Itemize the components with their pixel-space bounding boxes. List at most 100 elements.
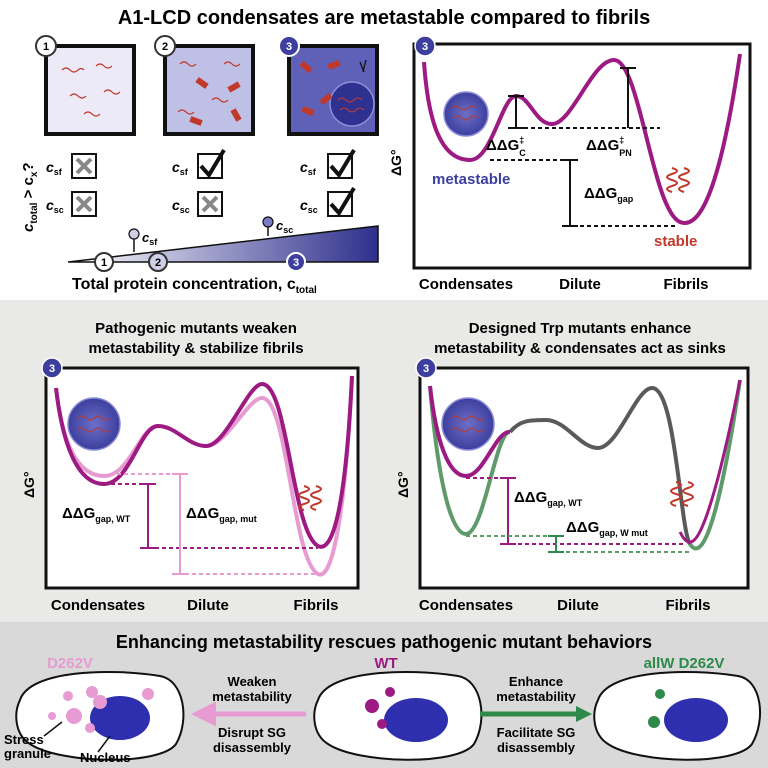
svg-text:csf: csf <box>46 159 63 177</box>
stress-granule <box>365 699 379 713</box>
monomers <box>61 63 121 117</box>
patho-x-condensates: Condensates <box>51 597 145 614</box>
nucleus-label: Nucleus <box>80 750 131 765</box>
cross-icon <box>75 157 93 175</box>
check-icon <box>329 186 356 217</box>
pointer-arrow <box>97 735 111 753</box>
fibrils-and-monomers <box>177 61 242 126</box>
concentration-axis-label: Total protein concentration, ctotal <box>72 276 317 296</box>
energy-landscape-patho: 3 ΔG° ΔΔGgap, WT ΔΔGgap, mut <box>21 357 360 590</box>
state-badge-1 <box>35 35 57 57</box>
cell-mid-label: WT <box>374 655 397 672</box>
condensate-droplet <box>329 81 375 127</box>
ddg-c-label: ΔΔG‡C <box>486 135 526 158</box>
energy-landscape-trp: 3 ΔG° ΔΔGgap, WT ΔΔGgap, W mut <box>395 357 750 590</box>
check-icon <box>199 148 226 179</box>
stress-granule-label-1: Stress <box>4 732 44 747</box>
stress-granule <box>377 719 387 729</box>
csf-marker <box>128 228 140 240</box>
trp-title-line1: Designed Trp mutants enhance <box>469 320 692 337</box>
svg-text:csc: csc <box>46 197 64 215</box>
fibril-icon <box>298 485 322 511</box>
csc-marker <box>262 216 274 228</box>
state-box-3: 3 <box>278 35 379 136</box>
svg-text:3: 3 <box>286 41 292 53</box>
svg-text:3: 3 <box>423 363 429 375</box>
condensate-droplet <box>441 397 495 451</box>
badge-3 <box>41 357 63 379</box>
check-grid: csf csc csf csc csf csc <box>46 148 356 217</box>
energy-curve <box>422 53 742 225</box>
nucleus <box>384 698 448 742</box>
svg-text:metastability: metastability <box>212 689 292 704</box>
wmut-right-curve <box>688 379 742 551</box>
x-label-condensates: Condensates <box>419 276 513 293</box>
wedge-point-3 <box>286 252 306 272</box>
svg-text:csc: csc <box>172 197 190 215</box>
cell-right-label: allW D262V <box>644 655 725 672</box>
svg-text:disassembly: disassembly <box>497 740 576 755</box>
svg-text:disassembly: disassembly <box>213 740 292 755</box>
top-title: A1-LCD condensates are metastable compar… <box>118 7 650 29</box>
svg-text:ΔG°: ΔG° <box>395 471 411 498</box>
patho-title-line2: metastability & stabilize fibrils <box>88 340 303 357</box>
svg-text:csc: csc <box>300 197 318 215</box>
nucleus <box>90 696 150 740</box>
pointer-arrow <box>43 721 63 737</box>
stress-granule <box>85 723 95 733</box>
badge-3 <box>415 357 437 379</box>
svg-text:ΔG°: ΔG° <box>388 149 404 176</box>
svg-text:csf: csf <box>300 159 317 177</box>
state-box-1: 1 <box>35 35 136 136</box>
stable-label: stable <box>654 233 697 250</box>
state-badge-2 <box>154 35 176 57</box>
trp-title-line2: metastability & condensates act as sinks <box>434 340 726 357</box>
fibril-icon <box>670 481 694 507</box>
svg-text:3: 3 <box>49 363 55 375</box>
wt-curve <box>54 375 354 549</box>
patho-title-line1: Pathogenic mutants weaken <box>95 320 297 337</box>
trp-ddg-wmut-label: ΔΔGgap, W mut <box>566 519 648 538</box>
energy-landscape-main: 3 ΔG° ΔΔG‡C ΔΔG‡PN ΔΔGgap metastable sta… <box>388 35 752 270</box>
stress-granule <box>63 691 73 701</box>
svg-text:2: 2 <box>162 41 168 53</box>
svg-text:Facilitate SG: Facilitate SG <box>497 725 576 740</box>
svg-text:ΔG°: ΔG° <box>21 471 37 498</box>
stress-granule <box>648 716 660 728</box>
stress-granule <box>48 712 56 720</box>
svg-text:1: 1 <box>43 41 49 53</box>
state-box-2: 2 <box>154 35 255 136</box>
stress-granule <box>142 688 154 700</box>
concentration-wedge: csf csc 1 2 3 <box>67 216 379 272</box>
bottom-title: Enhancing metastability rescues pathogen… <box>116 632 652 652</box>
condensate-droplet <box>443 91 489 137</box>
trp-ddg-wt-label: ΔΔGgap, WT <box>514 489 583 508</box>
trp-x-fibrils: Fibrils <box>665 597 710 614</box>
svg-text:csf: csf <box>172 159 189 177</box>
wt-right-curve <box>678 379 742 544</box>
wt-curve <box>428 385 511 479</box>
svg-text:2: 2 <box>155 257 161 269</box>
stress-granule <box>66 708 82 724</box>
enhance-arrow-head <box>576 706 592 722</box>
gray-curve <box>508 385 692 546</box>
wedge-point-2 <box>148 252 168 272</box>
cell-allw-d262v <box>593 670 762 761</box>
patho-x-fibrils: Fibrils <box>293 597 338 614</box>
cell-d262v <box>15 670 185 761</box>
stress-granule <box>655 689 665 699</box>
svg-text:csf: csf <box>142 230 158 247</box>
svg-text:Weaken: Weaken <box>228 674 277 689</box>
svg-text:csc: csc <box>276 218 293 235</box>
mutant-curve <box>54 375 354 577</box>
metastable-label: metastable <box>432 171 510 188</box>
cross-icon <box>75 195 93 213</box>
trp-x-dilute: Dilute <box>557 597 599 614</box>
trp-x-condensates: Condensates <box>419 597 513 614</box>
svg-text:3: 3 <box>293 257 299 269</box>
exchange-arrows <box>359 59 367 73</box>
x-label-fibrils: Fibrils <box>663 276 708 293</box>
stress-granule <box>93 695 107 709</box>
state-badge-3 <box>278 35 300 57</box>
